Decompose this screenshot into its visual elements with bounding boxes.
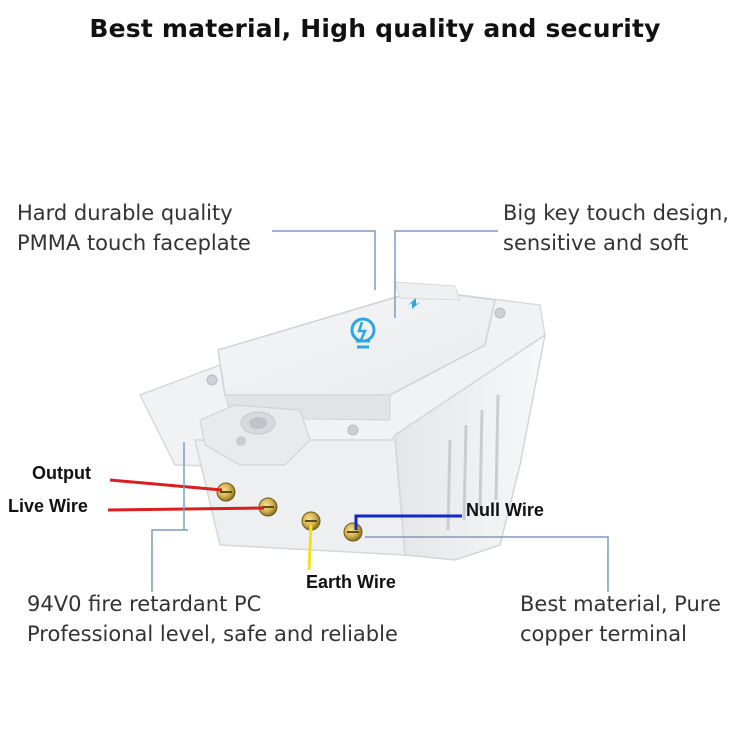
- output-wire-label: Output: [32, 463, 91, 483]
- callout-faceplate: Hard durable quality PMMA touch faceplat…: [17, 198, 251, 258]
- null-wire-label: Null Wire: [466, 500, 544, 520]
- callout-faceplate-line1: Hard durable quality: [17, 201, 233, 225]
- output-wire: [109, 478, 223, 492]
- callout-faceplate-line2: PMMA touch faceplate: [17, 231, 251, 255]
- callout-housing-line2: Professional level, safe and reliable: [27, 622, 398, 646]
- leader-lines: [151, 230, 609, 592]
- earth-wire-label: Earth Wire: [306, 572, 396, 592]
- frame-screws: [206, 307, 506, 436]
- earth-wire: [307, 524, 313, 571]
- terminal-screws: [216, 482, 363, 542]
- callout-terminal: Best material, Pure copper terminal: [520, 589, 721, 649]
- null-wire: [354, 514, 462, 530]
- callout-touch-key-line1: Big key touch design,: [503, 201, 729, 225]
- callout-terminal-line2: copper terminal: [520, 622, 688, 646]
- headline: Best material, High quality and security: [89, 14, 661, 43]
- live-wire-label: Live Wire: [8, 496, 88, 516]
- callout-touch-key: Big key touch design, sensitive and soft: [503, 198, 729, 258]
- callout-terminal-line1: Best material, Pure: [520, 592, 721, 616]
- housing-ribs: [446, 394, 500, 531]
- wifi-indicator-icon: [408, 298, 420, 309]
- mounting-boss: [199, 404, 311, 466]
- live-wire: [107, 506, 265, 512]
- callout-housing: 94V0 fire retardant PC Professional leve…: [27, 589, 398, 649]
- lightbulb-touch-icon: [350, 317, 376, 349]
- callout-touch-key-line2: sensitive and soft: [503, 231, 689, 255]
- callout-housing-line1: 94V0 fire retardant PC: [27, 592, 262, 616]
